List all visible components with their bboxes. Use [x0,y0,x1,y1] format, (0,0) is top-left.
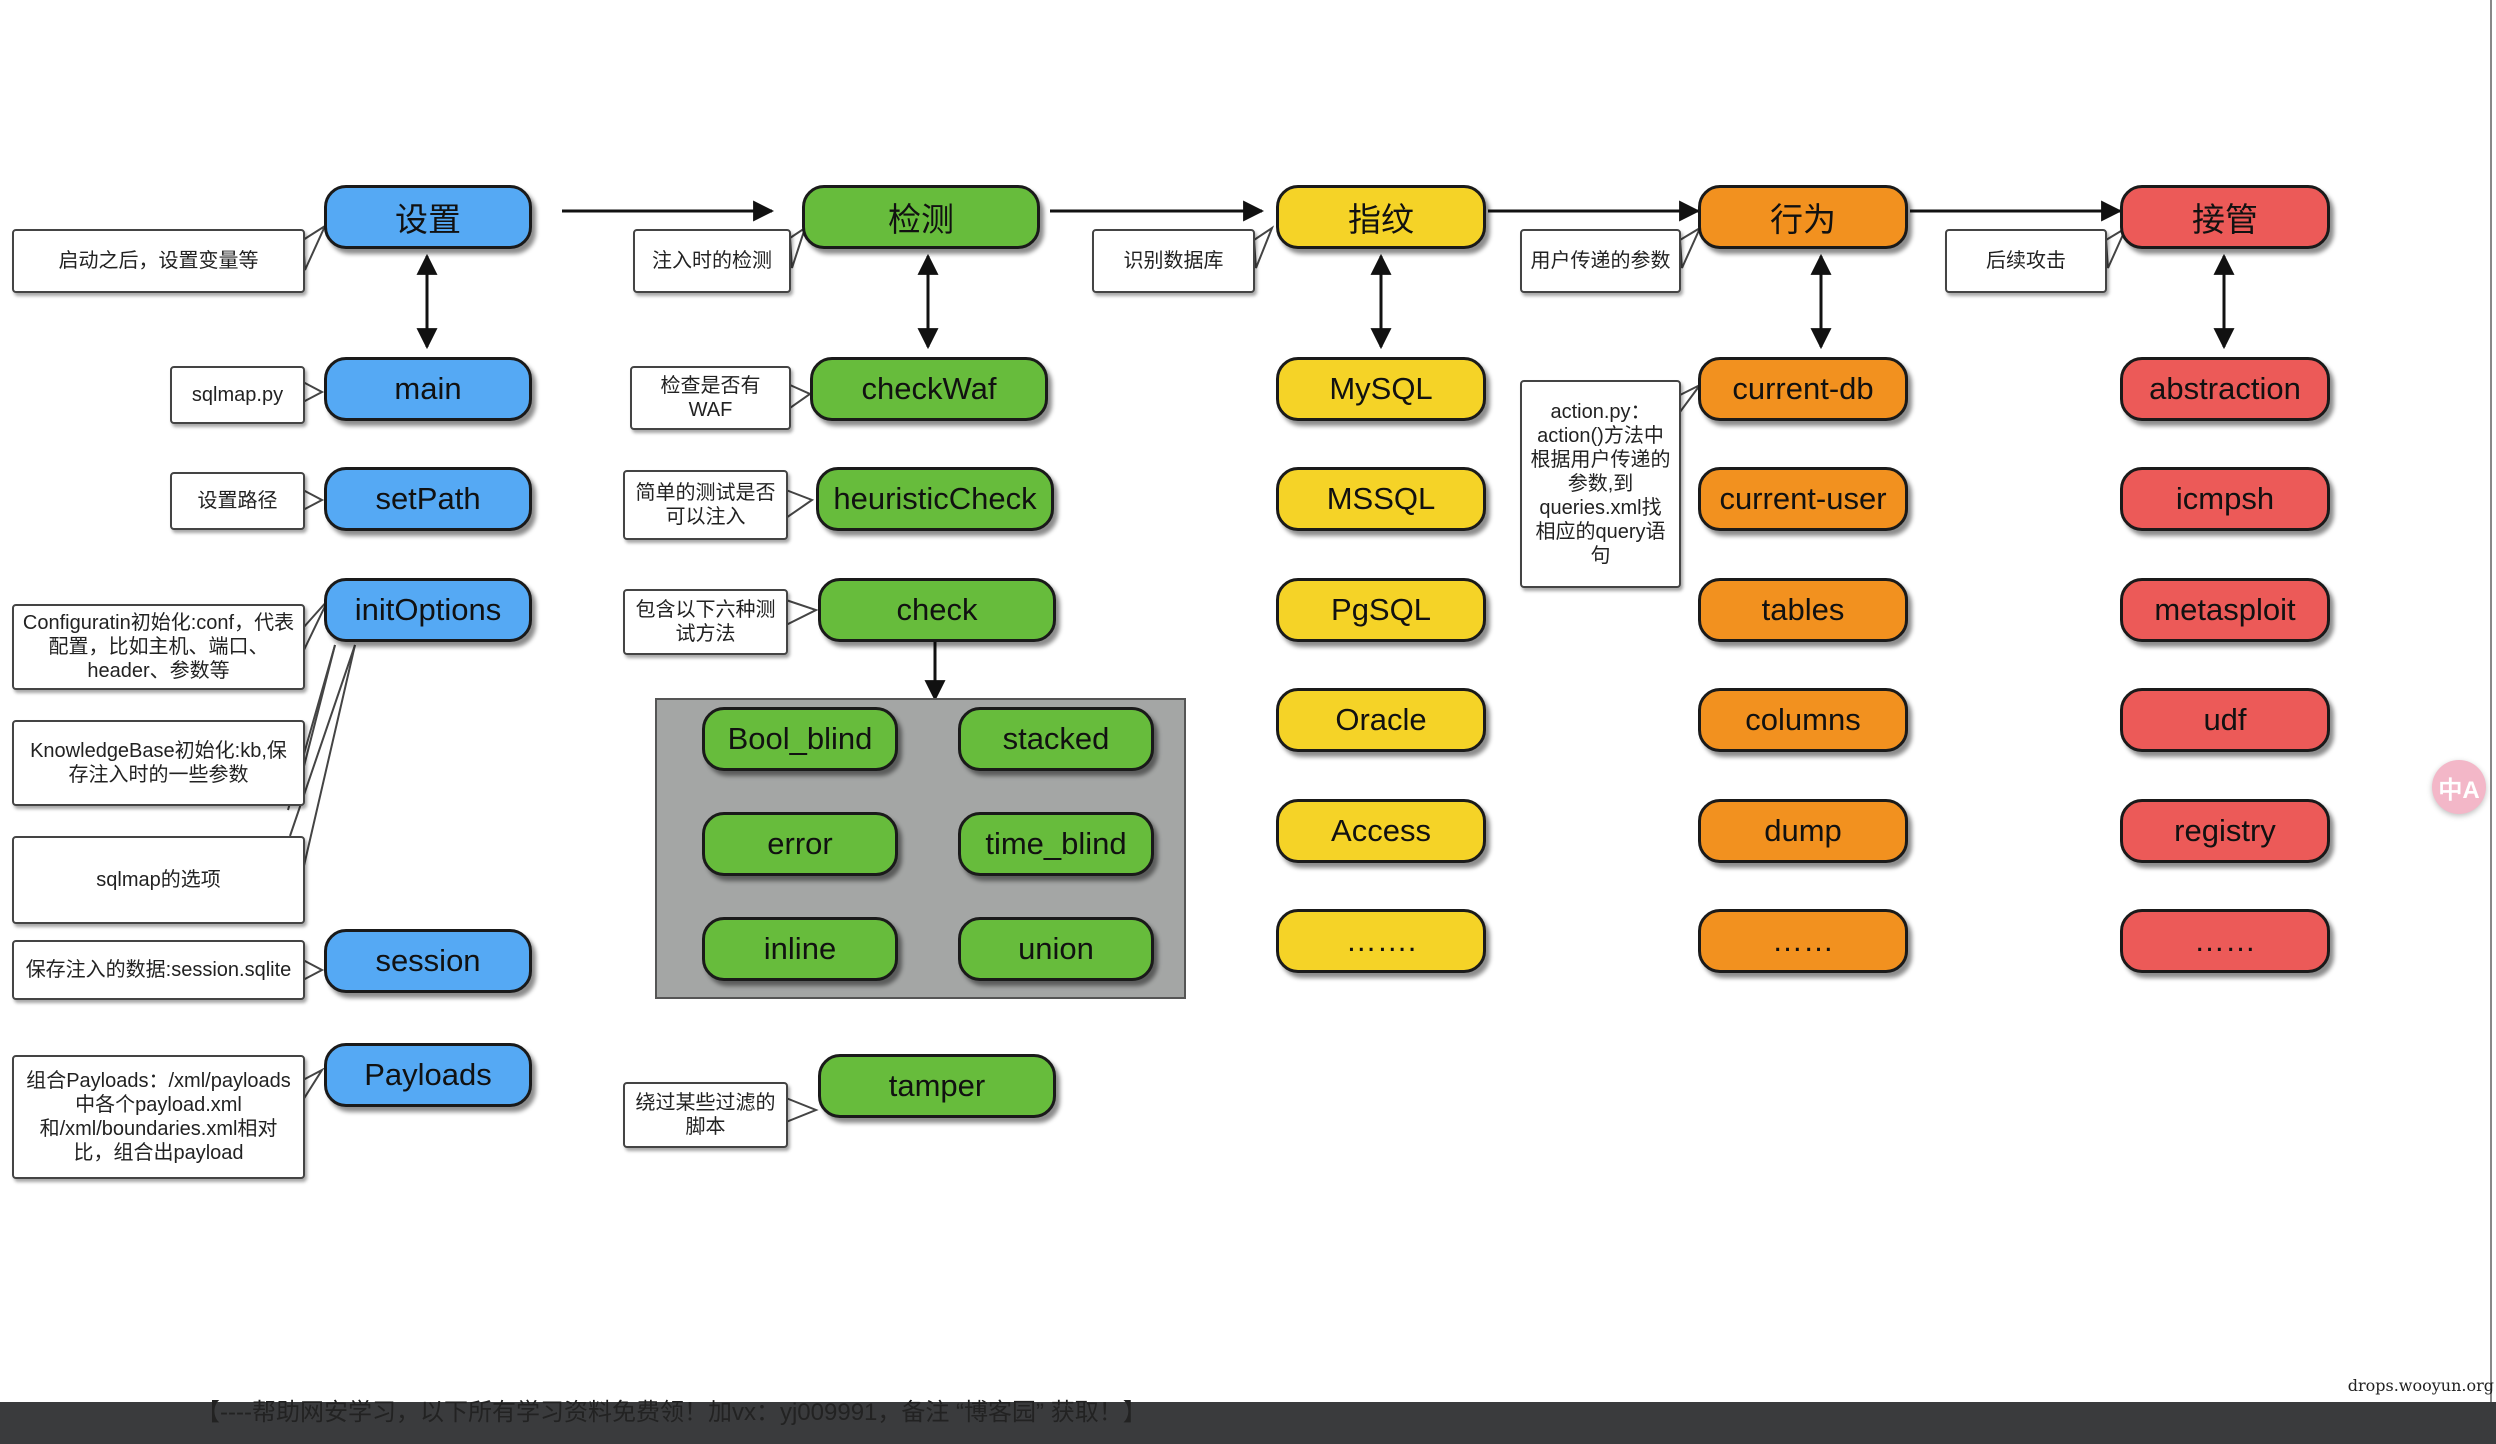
callout-init-options: sqlmap的选项 [12,836,305,924]
node-fingerprint-more: ……. [1276,909,1486,973]
node-access: Access [1276,799,1486,863]
tail-setpath [302,488,325,512]
callout-fingerprint-header: 识别数据库 [1092,229,1255,293]
tail-tamper [785,1096,819,1124]
tail-init-opts-2 [302,644,356,871]
node-current-db: current-db [1698,357,1908,421]
node-stacked: stacked [958,707,1154,771]
tail-action-header [1678,225,1703,269]
footer-bar [0,1402,2496,1444]
node-heuristiccheck: heuristicCheck [816,467,1054,531]
node-tables: tables [1698,578,1908,642]
header-fingerprint: 指纹 [1276,185,1486,249]
callout-checkwaf: 检查是否有WAF [630,366,791,430]
header-settings: 设置 [324,185,532,249]
header-action: 行为 [1698,185,1908,249]
node-main: main [324,357,532,421]
node-action-more: …… [1698,909,1908,973]
node-takeover-more: …… [2120,909,2330,973]
watermark: drops.wooyun.org [2347,1376,2494,1395]
node-check: check [818,578,1056,642]
node-session: session [324,929,532,993]
right-edge-divider [2490,0,2492,1402]
tail-takeover-header [2104,225,2129,269]
node-inline: inline [702,917,898,981]
node-error: error [702,812,898,876]
callout-takeover-header: 后续攻击 [1945,229,2107,293]
callout-tamper: 绕过某些过滤的脚本 [623,1082,788,1148]
node-columns: columns [1698,688,1908,752]
callout-heuristic: 简单的测试是否可以注入 [623,470,788,540]
node-initoptions: initOptions [324,578,532,642]
node-icmpsh: icmpsh [2120,467,2330,531]
tail-session [302,958,325,982]
node-udf: udf [2120,688,2330,752]
node-union: union [958,917,1154,981]
header-detect: 检测 [802,185,1040,249]
tail-init-kb-2 [302,644,336,771]
tail-fingerprint-header [1252,225,1275,269]
node-setpath: setPath [324,467,532,531]
callout-settings-header: 启动之后，设置变量等 [12,229,305,293]
callout-init-kb: KnowledgeBase初始化:kb,保存注入时的一些参数 [12,720,305,806]
node-bool-blind: Bool_blind [702,707,898,771]
node-mssql: MSSQL [1276,467,1486,531]
callout-action-header: 用户传递的参数 [1520,229,1681,293]
node-pgsql: PgSQL [1276,578,1486,642]
node-dump: dump [1698,799,1908,863]
tail-action-py [1679,384,1701,416]
callout-setpath: 设置路径 [170,472,305,530]
tail-main [302,380,325,404]
callout-action-py: action.py：action()方法中根据用户传递的参数,到queries.… [1520,380,1681,588]
node-abstraction: abstraction [2120,357,2330,421]
callout-init-conf: Configuratin初始化:conf，代表配置，比如主机、端口、header… [12,604,305,690]
tail-check [785,598,819,627]
tail-settings-header [301,223,328,271]
node-oracle: Oracle [1276,688,1486,752]
tail-payloads [302,1067,325,1104]
header-takeover: 接管 [2120,185,2330,249]
tail-detect-header [788,225,807,269]
node-tamper: tamper [818,1054,1056,1118]
node-registry: registry [2120,799,2330,863]
callout-check: 包含以下六种测试方法 [623,589,788,655]
footer-promo-text: 【----帮助网安学习，以下所有学习资料免费领！加vx：yj009991，备注 … [196,1399,1147,1426]
node-payloads: Payloads [324,1043,532,1107]
node-current-user: current-user [1698,467,1908,531]
callout-payloads: 组合Payloads：/xml/payloads中各个payload.xml和/… [12,1055,305,1179]
translate-icon[interactable]: 中A [2432,760,2486,814]
node-time-blind: time_blind [958,812,1154,876]
callout-session: 保存注入的数据:session.sqlite [12,940,305,1000]
callout-detect-header: 注入时的检测 [633,229,791,293]
tail-checkwaf [789,383,813,410]
node-checkwaf: checkWaf [810,357,1048,421]
node-mysql: MySQL [1276,357,1486,421]
tail-heuristic [785,488,815,520]
callout-main: sqlmap.py [170,366,305,424]
node-metasploit: metasploit [2120,578,2330,642]
